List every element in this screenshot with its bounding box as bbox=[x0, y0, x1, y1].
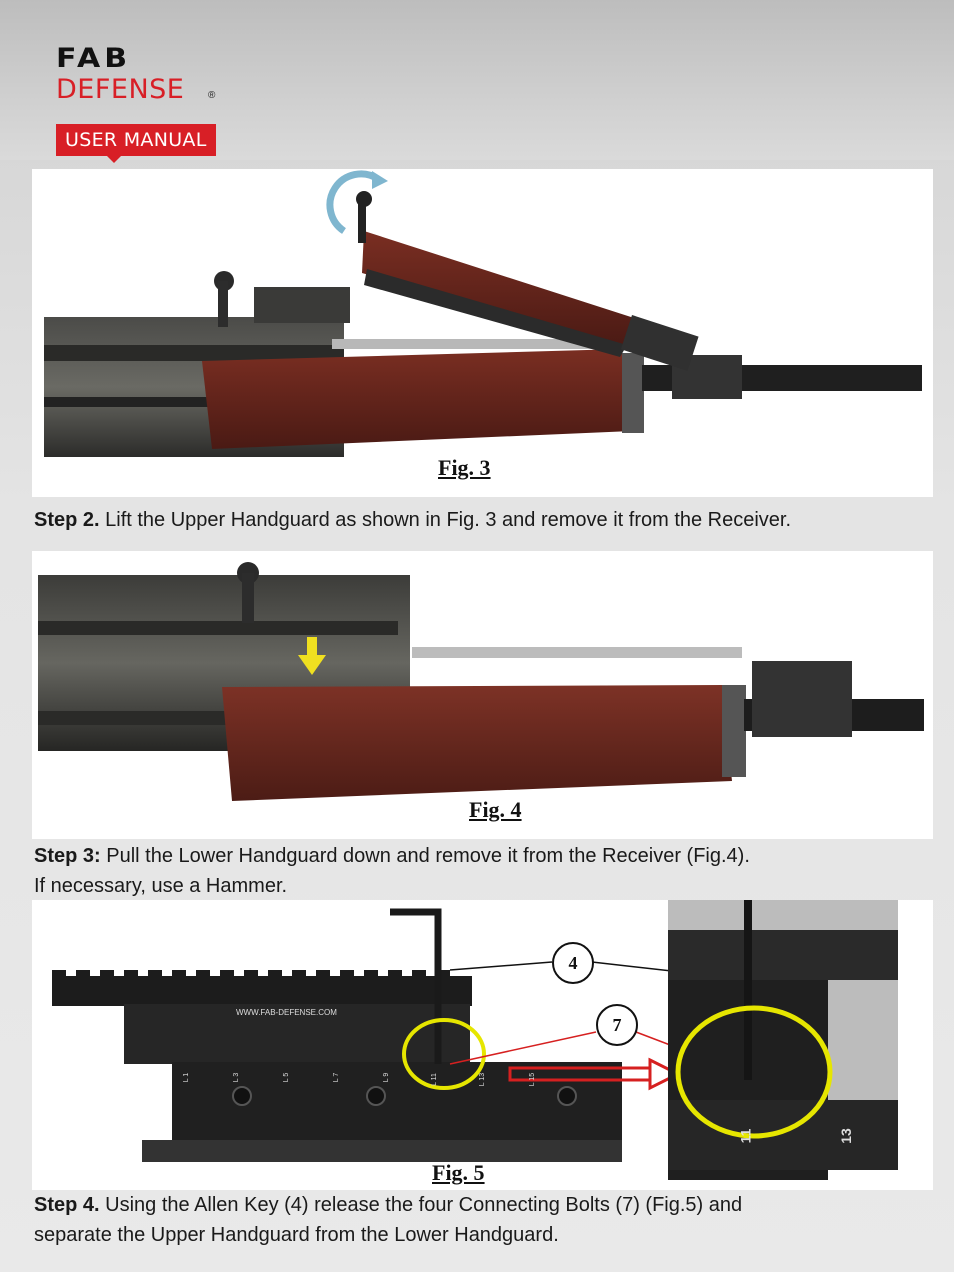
figure-4: Fig. 4 bbox=[32, 551, 933, 839]
zoom-mark-11: 11 bbox=[737, 1128, 754, 1144]
figure-5: Fig. 5 WWW.FAB-DEFENSE.COM L 1 L 3 L 5 L… bbox=[32, 900, 933, 1190]
figure-3: Fig. 3 bbox=[32, 169, 933, 497]
figure-5-label: Fig. 5 bbox=[432, 1160, 485, 1185]
step-4-prefix: Step 4. bbox=[34, 1194, 100, 1216]
brand-logo: FAB DEFENSE ® bbox=[56, 42, 226, 106]
step-4-text: Step 4. Using the Allen Key (4) release … bbox=[34, 1190, 742, 1250]
figure-3-illustration bbox=[44, 170, 922, 457]
step-2-body: Lift the Upper Handguard as shown in Fig… bbox=[99, 509, 792, 531]
rail-mark-l3: L 3 bbox=[233, 1072, 241, 1083]
figure-4-label: Fig. 4 bbox=[469, 797, 522, 822]
logo-defense-text: DEFENSE bbox=[56, 74, 185, 105]
figure-4-illustration bbox=[38, 562, 924, 801]
rail-mark-l13: L 13 bbox=[479, 1072, 487, 1087]
rail-mark-l11: L 11 bbox=[430, 1073, 438, 1086]
step-3-prefix: Step 3: bbox=[34, 845, 101, 867]
rail-mark-l9: L 9 bbox=[383, 1072, 391, 1083]
user-manual-tag: USER MANUAL bbox=[56, 124, 216, 163]
figure-3-label: Fig. 3 bbox=[438, 455, 491, 480]
step-3-line2: If necessary, use a Hammer. bbox=[34, 875, 288, 897]
rail-mark-l1: L 1 bbox=[183, 1072, 191, 1083]
step-3-text: Step 3: Pull the Lower Handguard down an… bbox=[34, 841, 750, 901]
registered-mark: ® bbox=[208, 90, 216, 101]
step-4-line2: separate the Upper Handguard from the Lo… bbox=[34, 1224, 559, 1246]
step-4-body: Using the Allen Key (4) release the four… bbox=[99, 1194, 743, 1216]
callout-allen-key: 4 bbox=[552, 942, 594, 984]
figure-5-illustration bbox=[52, 900, 898, 1180]
zoom-mark-13: 13 bbox=[837, 1128, 854, 1144]
step-2-prefix: Step 2. bbox=[34, 509, 100, 531]
logo-fab-text: FAB bbox=[56, 42, 132, 75]
rail-mark-l15: L 15 bbox=[529, 1072, 537, 1087]
step-3-body: Pull the Lower Handguard down and remove… bbox=[100, 845, 750, 867]
rail-mark-l7: L 7 bbox=[333, 1072, 341, 1083]
rail-brand-text: WWW.FAB-DEFENSE.COM bbox=[236, 1008, 337, 1017]
rail-mark-l5: L 5 bbox=[283, 1072, 291, 1083]
step-2-text: Step 2. Lift the Upper Handguard as show… bbox=[34, 505, 791, 535]
callout-connecting-bolt: 7 bbox=[596, 1004, 638, 1046]
